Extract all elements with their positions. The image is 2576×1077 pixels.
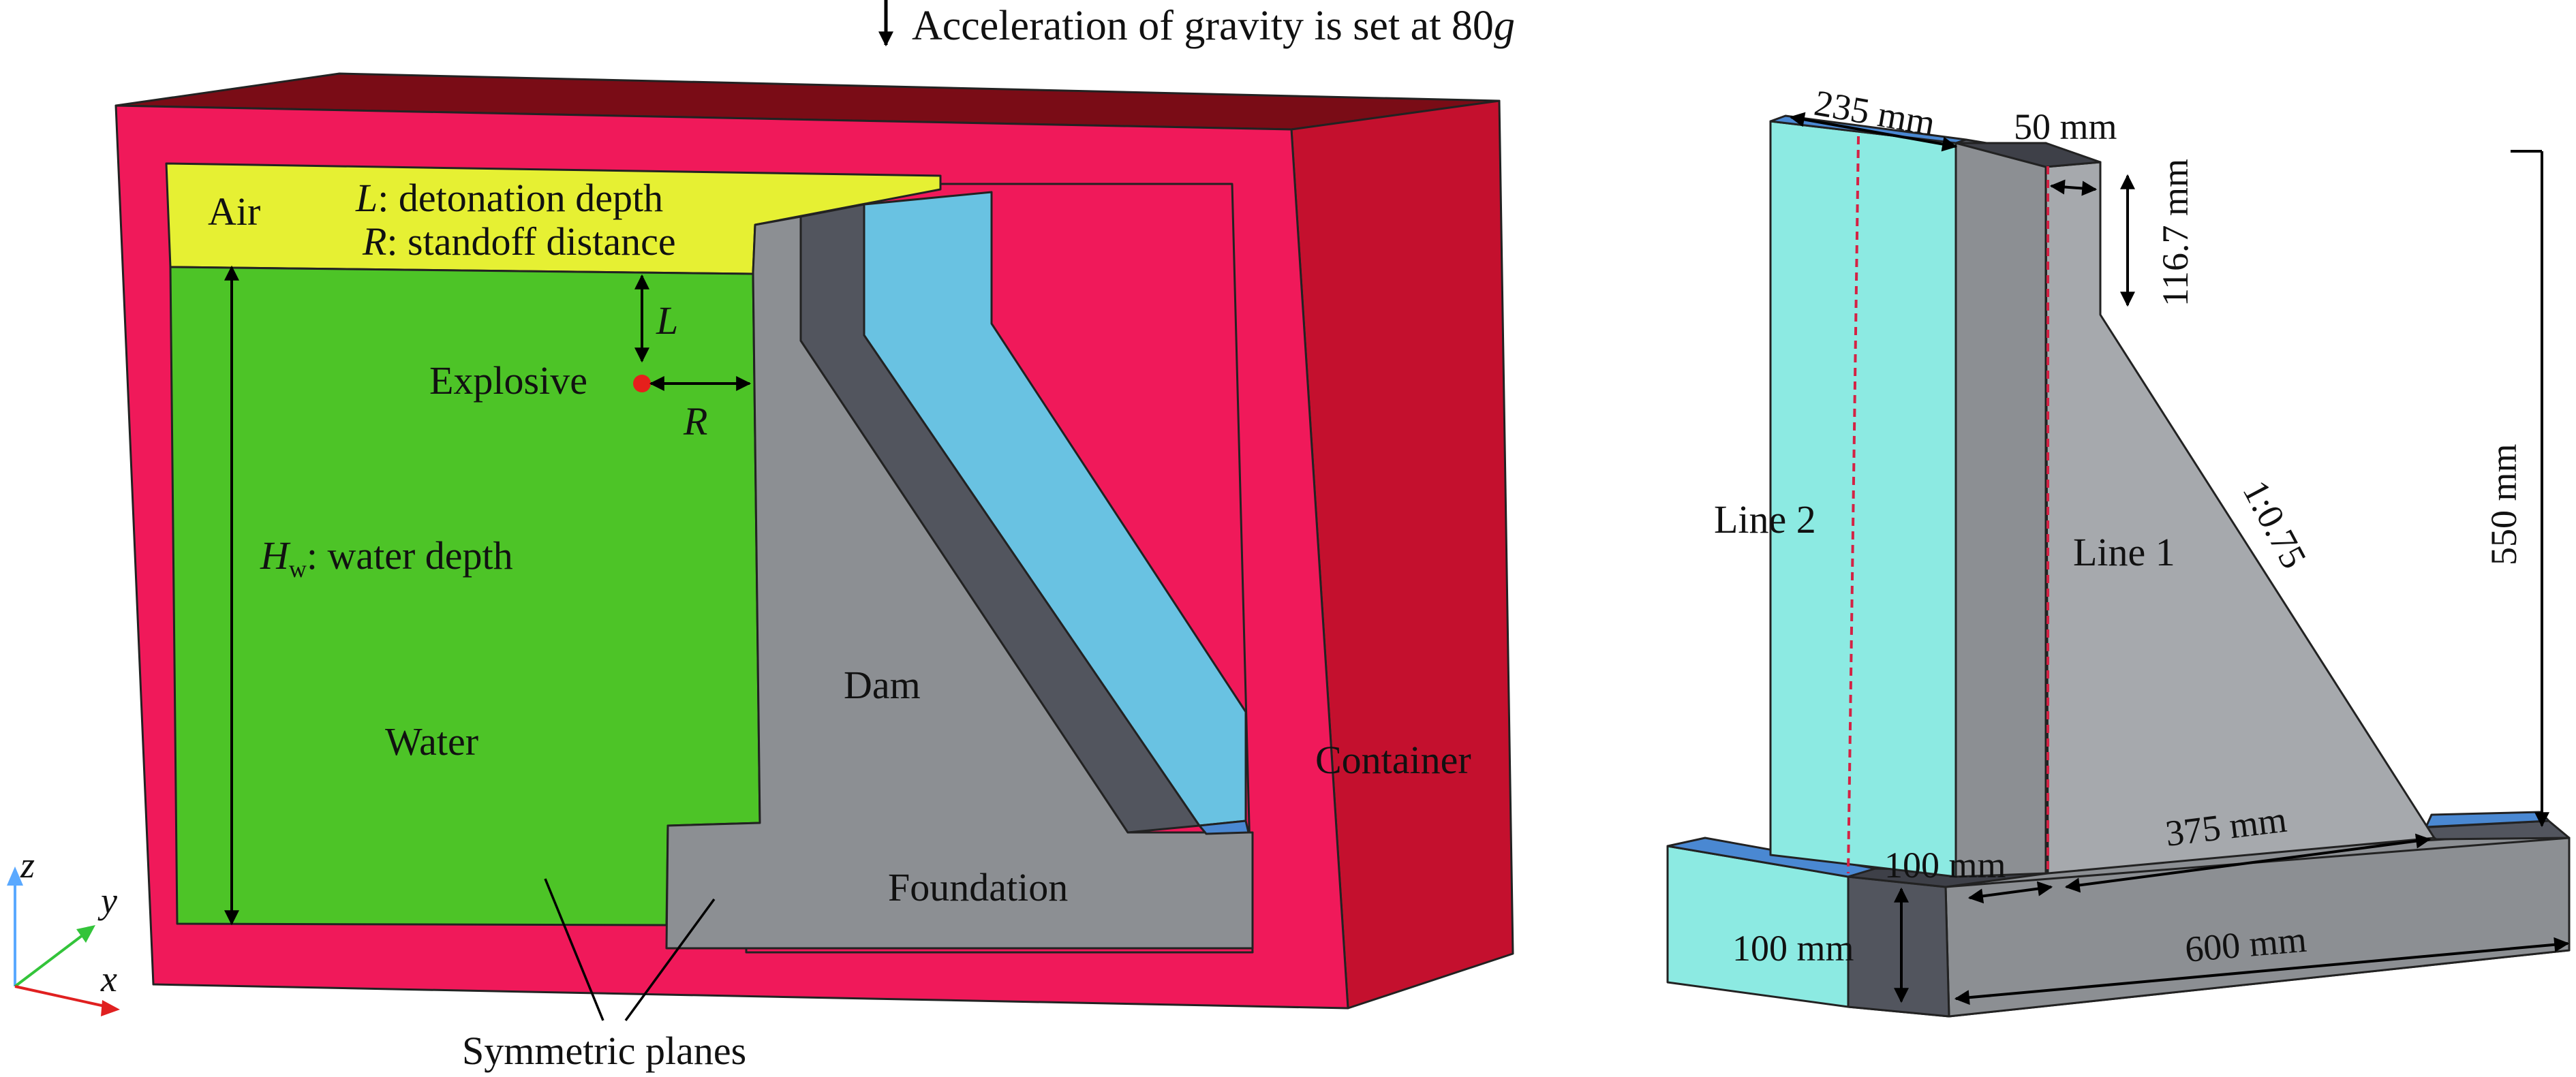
water-depth-label: Hw: water depth: [260, 533, 513, 582]
foundation-dark-left: [1847, 875, 1950, 1018]
dim-100-top-arrow: [1967, 881, 2053, 904]
dim-100-left-label: 100 mm: [1732, 928, 1854, 969]
z-axis-label: z: [20, 845, 35, 886]
legend-standoff-distance: R: standoff distance: [362, 219, 676, 264]
water-depth-text: : water depth: [307, 533, 513, 578]
symmetric-plane-pointers: [544, 878, 716, 1022]
centrifuge-model: [114, 72, 1514, 1010]
dam-toe-sliver: [1198, 820, 1250, 835]
legend-r-symbol: R: [362, 219, 386, 264]
dim-600-arrow: [1954, 937, 2570, 1005]
legend-r-text: : standoff distance: [386, 219, 675, 264]
l-symbol-label: L: [656, 298, 678, 343]
legend-l-text: : detonation depth: [378, 176, 663, 220]
x-axis-label: x: [100, 958, 117, 999]
gravity-label: Acceleration of gravity is set at 80g: [912, 3, 1515, 49]
container-label: Container: [1315, 738, 1471, 782]
x-axis-icon: [14, 985, 108, 1008]
dam-cyan-face: [863, 191, 1247, 827]
dam-label: Dam: [844, 663, 921, 707]
r-symbol-label: R: [683, 399, 707, 443]
air-label: Air: [208, 189, 260, 234]
dim-235-arrow: [1789, 112, 1958, 152]
pointer-foundation-plane: [624, 898, 716, 1022]
foundation-label: Foundation: [888, 865, 1068, 909]
gravity-symbol: g: [1494, 3, 1515, 49]
x-axis-head: [101, 1000, 120, 1016]
dim-375-arrow: [2064, 833, 2432, 893]
gravity-annotation: Acceleration of gravity is set at 80g: [878, 0, 1515, 49]
y-axis-label: y: [97, 880, 117, 921]
y-axis-head: [76, 925, 95, 943]
explosive-marker: [633, 375, 651, 392]
pointer-water-plane: [544, 878, 604, 1021]
dam-top-strip: [1954, 142, 2102, 168]
dam-slope-body: [2044, 161, 2436, 875]
y-axis-icon: [14, 932, 87, 988]
dim-550-label: 550 mm: [2483, 443, 2524, 565]
line2-label: Line 2: [1714, 497, 1816, 542]
legend-detonation-depth: L: detonation depth: [355, 176, 663, 220]
block-grey-column: [1954, 142, 2047, 878]
water-depth-symbol: H: [260, 533, 291, 578]
dim-50-label: 50 mm: [2014, 106, 2117, 147]
dim-116-label: 116.7 mm: [2155, 159, 2196, 307]
line2-marker: [1847, 136, 1860, 874]
gravity-text: Acceleration of gravity is set at 80: [912, 3, 1494, 49]
z-axis-head: [7, 867, 23, 886]
dim-50-arrow: [2049, 179, 2098, 196]
line1-label: Line 1: [2073, 530, 2175, 574]
coordinate-axes: z y x: [7, 845, 120, 1016]
dim-100-top-label: 100 mm: [1884, 845, 2006, 886]
legend-l-symbol: L: [355, 176, 378, 220]
explosive-label: Explosive: [429, 358, 587, 403]
water-label: Water: [385, 719, 478, 764]
symmetric-planes-label: Symmetric planes: [462, 1029, 746, 1073]
water-depth-subscript: w: [289, 555, 307, 582]
dam-body: [665, 215, 1254, 950]
dimension-arrows: [1789, 112, 2570, 1005]
